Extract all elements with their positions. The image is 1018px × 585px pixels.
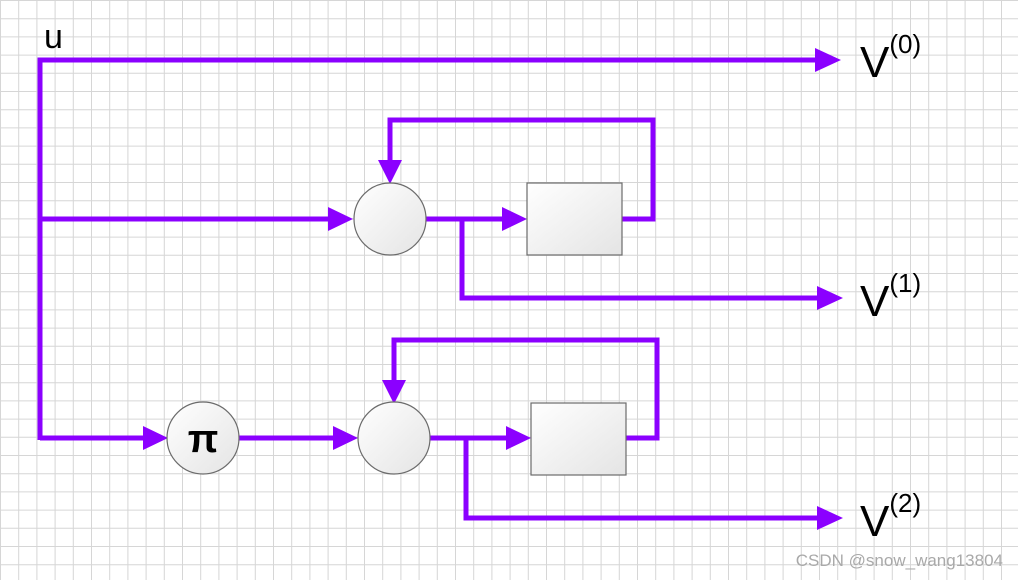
input-trunk-wire	[37, 57, 815, 440]
arrowhead-output-0	[815, 48, 841, 72]
output-0-base: V	[860, 38, 890, 87]
output-0-superscript: (0)	[889, 29, 921, 59]
delay-2-feedback-wire	[391, 337, 660, 441]
arrowhead-delay-1-input	[502, 207, 527, 231]
output-1-wire	[459, 219, 817, 301]
arrowhead-adder-2-input	[333, 426, 358, 450]
arrowhead-pi-input	[143, 426, 168, 450]
output-2-superscript: (2)	[889, 488, 921, 518]
delay-1-feedback-wire	[387, 117, 656, 222]
pi-node	[166, 401, 240, 475]
arrowhead-adder-1-input	[328, 207, 353, 231]
output-2-wire	[463, 438, 817, 521]
output-1-superscript: (1)	[889, 268, 921, 298]
adder-1-node	[353, 182, 427, 256]
arrowhead-output-1	[817, 286, 843, 310]
output-1-label: V(1)	[860, 268, 921, 326]
output-1-base: V	[860, 277, 890, 326]
watermark-text: CSDN @snow_wang13804	[796, 551, 1003, 570]
output-2-label: V(2)	[860, 488, 921, 546]
arrowhead-adder-1-feedback	[378, 160, 402, 184]
arrowhead-adder-2-feedback	[382, 380, 406, 404]
arrowhead-delay-2-input	[506, 426, 531, 450]
adder-2-node	[357, 401, 431, 475]
output-2-base: V	[860, 497, 890, 546]
input-label: u	[44, 18, 63, 56]
arrowhead-output-2	[817, 506, 843, 530]
output-0-label: V(0)	[860, 29, 921, 87]
delay-1-block	[526, 182, 623, 256]
delay-2-block	[530, 402, 627, 476]
pi-symbol: π	[188, 417, 219, 461]
